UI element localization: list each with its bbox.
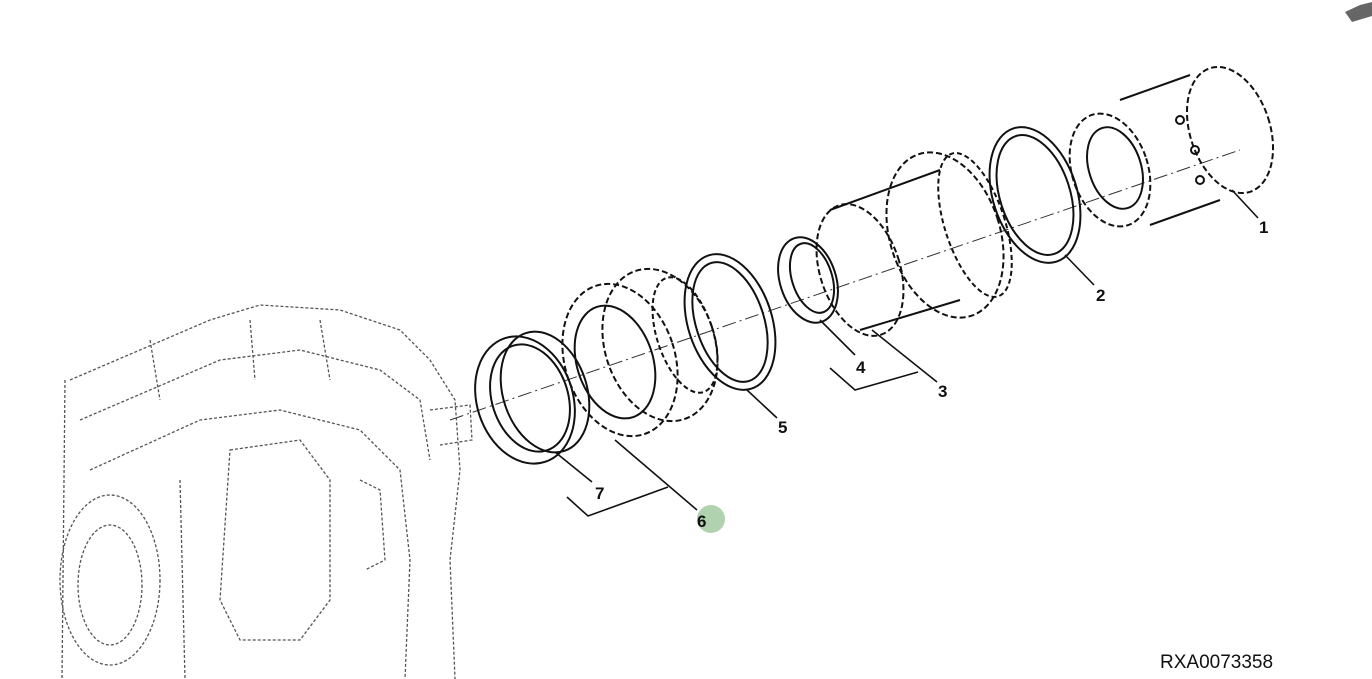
callout-6[interactable]: 6	[697, 512, 707, 531]
callout-2[interactable]: 2	[1096, 286, 1106, 305]
leader-lines	[554, 189, 1259, 517]
callout-3[interactable]: 3	[938, 382, 948, 401]
callout-7[interactable]: 7	[595, 484, 605, 503]
part-2-thrust-washer	[988, 126, 1082, 264]
part-1-shaft-hub	[1068, 65, 1275, 228]
assembly-axis	[449, 149, 1241, 421]
callout-1[interactable]: 1	[1259, 218, 1269, 237]
callout-4[interactable]: 4	[856, 358, 866, 377]
part-6-gear	[561, 267, 719, 438]
part-4-bushing	[777, 236, 839, 324]
part-3-gear	[815, 151, 1013, 337]
highlight-marker	[697, 505, 725, 533]
part-5-thrust-washer	[683, 253, 777, 391]
part-7-bearing-race	[474, 330, 591, 465]
corner-arrow-icon[interactable]	[1345, 2, 1372, 22]
callout-5[interactable]: 5	[778, 418, 788, 437]
figure-code: RXA0073358	[1160, 652, 1274, 673]
transmission-housing	[59, 304, 473, 679]
